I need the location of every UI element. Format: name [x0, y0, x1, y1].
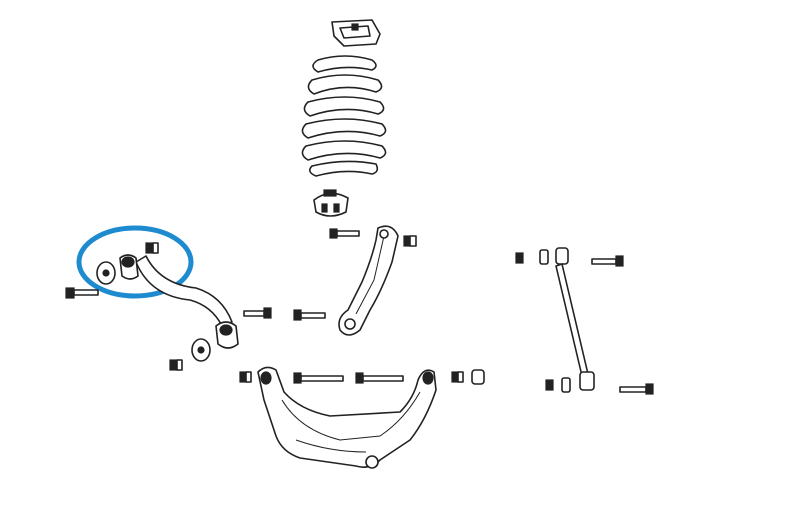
spring-upper-mount [331, 19, 381, 47]
highlight-circle [76, 225, 194, 299]
nut-upper-link [403, 235, 417, 247]
coil-spring [301, 55, 387, 177]
lower-control-arm [257, 366, 437, 469]
bolt-lca-2 [355, 372, 404, 384]
upper-link-arm [338, 225, 399, 336]
washer-toe-1 [539, 249, 549, 265]
bolt-toe-lower [619, 383, 654, 395]
bolt-arm-2 [293, 309, 326, 321]
bolt-left [65, 287, 99, 299]
spring-lower-isolator [313, 189, 349, 217]
nut-left-lower [169, 359, 183, 371]
washer-left-upper [96, 261, 116, 285]
nut-lca-right-1 [451, 371, 464, 383]
trailing-arm [119, 254, 239, 349]
nut-left-upper [145, 242, 159, 254]
toe-link [555, 247, 595, 391]
nut-toe-1 [515, 252, 524, 264]
washer-left-lower [191, 338, 211, 362]
bolt-lca-1 [293, 372, 344, 384]
nut-lca-left [239, 371, 252, 383]
bolt-toe-upper [591, 255, 624, 267]
bolt-arm-1 [243, 307, 272, 319]
nut-toe-lower [545, 377, 571, 393]
bolt-upper-link [329, 228, 360, 239]
nut-lca-right-2 [471, 369, 485, 385]
